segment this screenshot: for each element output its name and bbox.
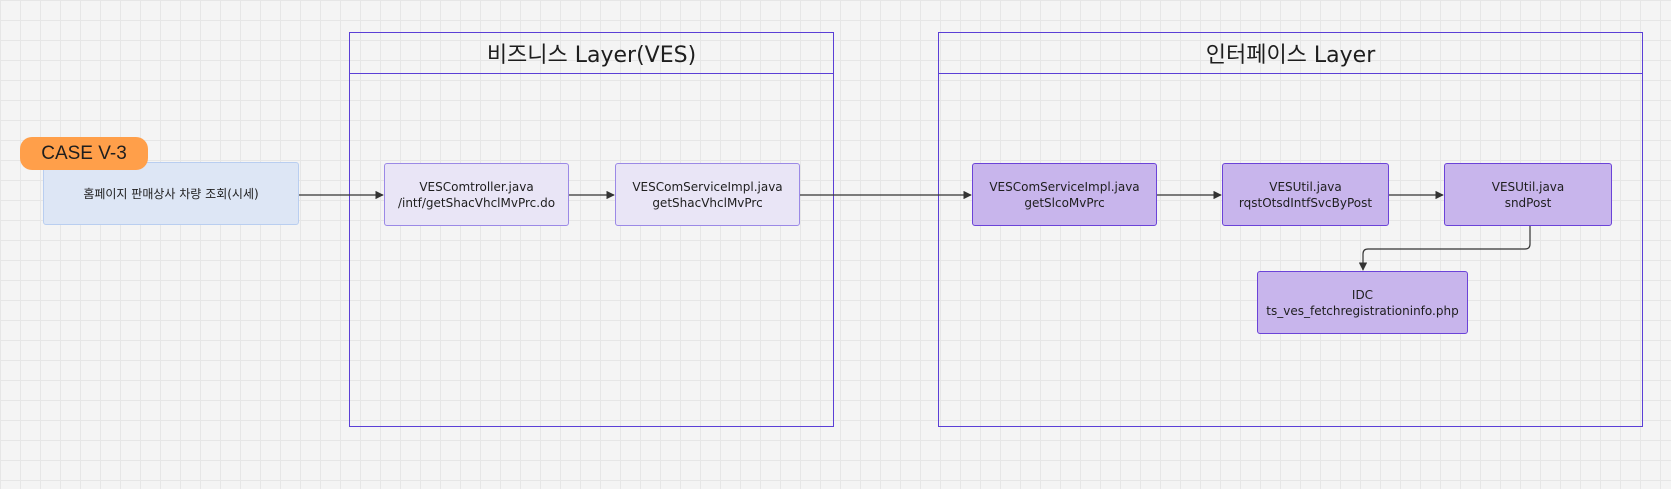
ves-com-service-impl-biz-method: getShacVhclMvPrc	[652, 195, 763, 210]
idc-node[interactable]: IDC ts_ves_fetchregistrationinfo.php	[1257, 271, 1468, 334]
ves-controller-method: /intf/getShacVhclMvPrc.do	[397, 195, 556, 210]
case-badge: CASE V-3	[20, 137, 148, 170]
ves-com-service-impl-biz-node[interactable]: VESComServiceImpl.java getShacVhclMvPrc	[615, 163, 800, 226]
ves-util-rqst-node[interactable]: VESUtil.java rqstOtsdIntfSvcByPost	[1222, 163, 1389, 226]
ves-com-service-impl-intf-node[interactable]: VESComServiceImpl.java getSlcoMvPrc	[972, 163, 1157, 226]
ves-com-service-impl-biz-class: VESComServiceImpl.java	[632, 179, 783, 194]
ves-util-rqst-method: rqstOtsdIntfSvcByPost	[1238, 195, 1373, 210]
business-layer-frame: 비즈니스 Layer(VES)	[349, 32, 834, 427]
ves-util-rqst-class: VESUtil.java	[1269, 179, 1342, 194]
interface-layer-frame: 인터페이스 Layer	[938, 32, 1643, 427]
interface-layer-title: 인터페이스 Layer	[939, 33, 1642, 74]
ves-util-snd-method: sndPost	[1504, 195, 1552, 210]
ves-controller-node[interactable]: VESComtroller.java /intf/getShacVhclMvPr…	[384, 163, 569, 226]
ves-util-snd-class: VESUtil.java	[1491, 179, 1565, 194]
ves-util-snd-node[interactable]: VESUtil.java sndPost	[1444, 163, 1612, 226]
ves-com-service-impl-intf-method: getSlcoMvPrc	[1024, 195, 1105, 210]
start-node-label: 홈페이지 판매상사 차량 조회(시세)	[83, 186, 259, 201]
ves-controller-class: VESComtroller.java	[419, 179, 534, 194]
idc-label: IDC	[1351, 287, 1374, 302]
business-layer-title: 비즈니스 Layer(VES)	[350, 33, 833, 74]
idc-endpoint: ts_ves_fetchregistrationinfo.php	[1266, 303, 1459, 318]
ves-com-service-impl-intf-class: VESComServiceImpl.java	[989, 179, 1140, 194]
start-node[interactable]: 홈페이지 판매상사 차량 조회(시세)	[43, 162, 299, 225]
